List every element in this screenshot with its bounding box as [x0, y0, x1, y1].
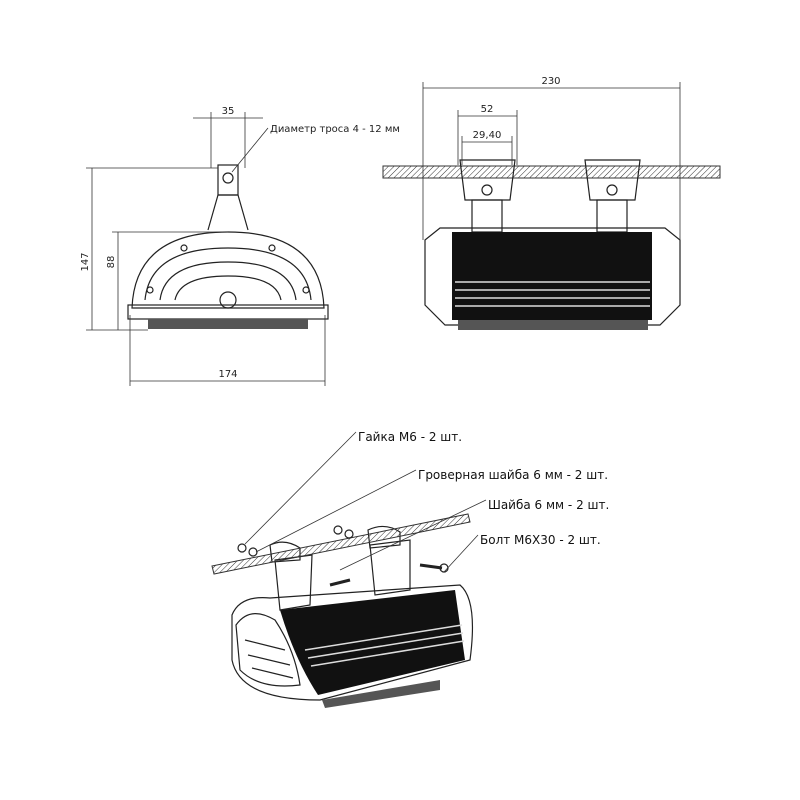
fasteners [237, 525, 449, 587]
side-lamp-body [424, 227, 681, 330]
callout-spring-washer: Гроверная шайба 6 мм - 2 шт. [418, 468, 608, 482]
cable [382, 165, 721, 179]
dim-147: 147 [80, 252, 91, 271]
assembly-mounts [269, 525, 411, 611]
bolt-icon [329, 578, 351, 587]
side-dimensions: 230 52 29,40 [422, 76, 681, 240]
dim-52: 52 [481, 104, 494, 115]
assembly-lamp [231, 584, 474, 708]
assembly-view: Гайка М6 - 2 шт. Гроверная шайба 6 мм - … [211, 430, 609, 708]
side-mounts [459, 159, 641, 233]
dim-174: 174 [218, 369, 237, 380]
side-view: 230 52 29,40 [382, 76, 721, 330]
callout-washer: Шайба 6 мм - 2 шт. [488, 498, 609, 512]
callout-bolt: Болт М6Х30 - 2 шт. [480, 533, 601, 547]
front-dimensions: 35 Диаметр троса 4 - 12 мм 147 88 174 [80, 106, 400, 386]
washer-icon [248, 547, 258, 557]
dim-35: 35 [222, 106, 235, 117]
front-lamp-body [127, 164, 329, 329]
assembly-cable [211, 513, 471, 575]
dim-88: 88 [106, 256, 117, 269]
callouts: Гайка М6 - 2 шт. Гроверная шайба 6 мм - … [244, 430, 609, 573]
front-view: 35 Диаметр троса 4 - 12 мм 147 88 174 [80, 106, 400, 386]
dim-29-40: 29,40 [473, 130, 502, 141]
nut-icon [237, 543, 247, 553]
dim-230: 230 [541, 76, 560, 87]
callout-nut: Гайка М6 - 2 шт. [358, 430, 462, 444]
cable-diameter-note: Диаметр троса 4 - 12 мм [270, 124, 400, 135]
